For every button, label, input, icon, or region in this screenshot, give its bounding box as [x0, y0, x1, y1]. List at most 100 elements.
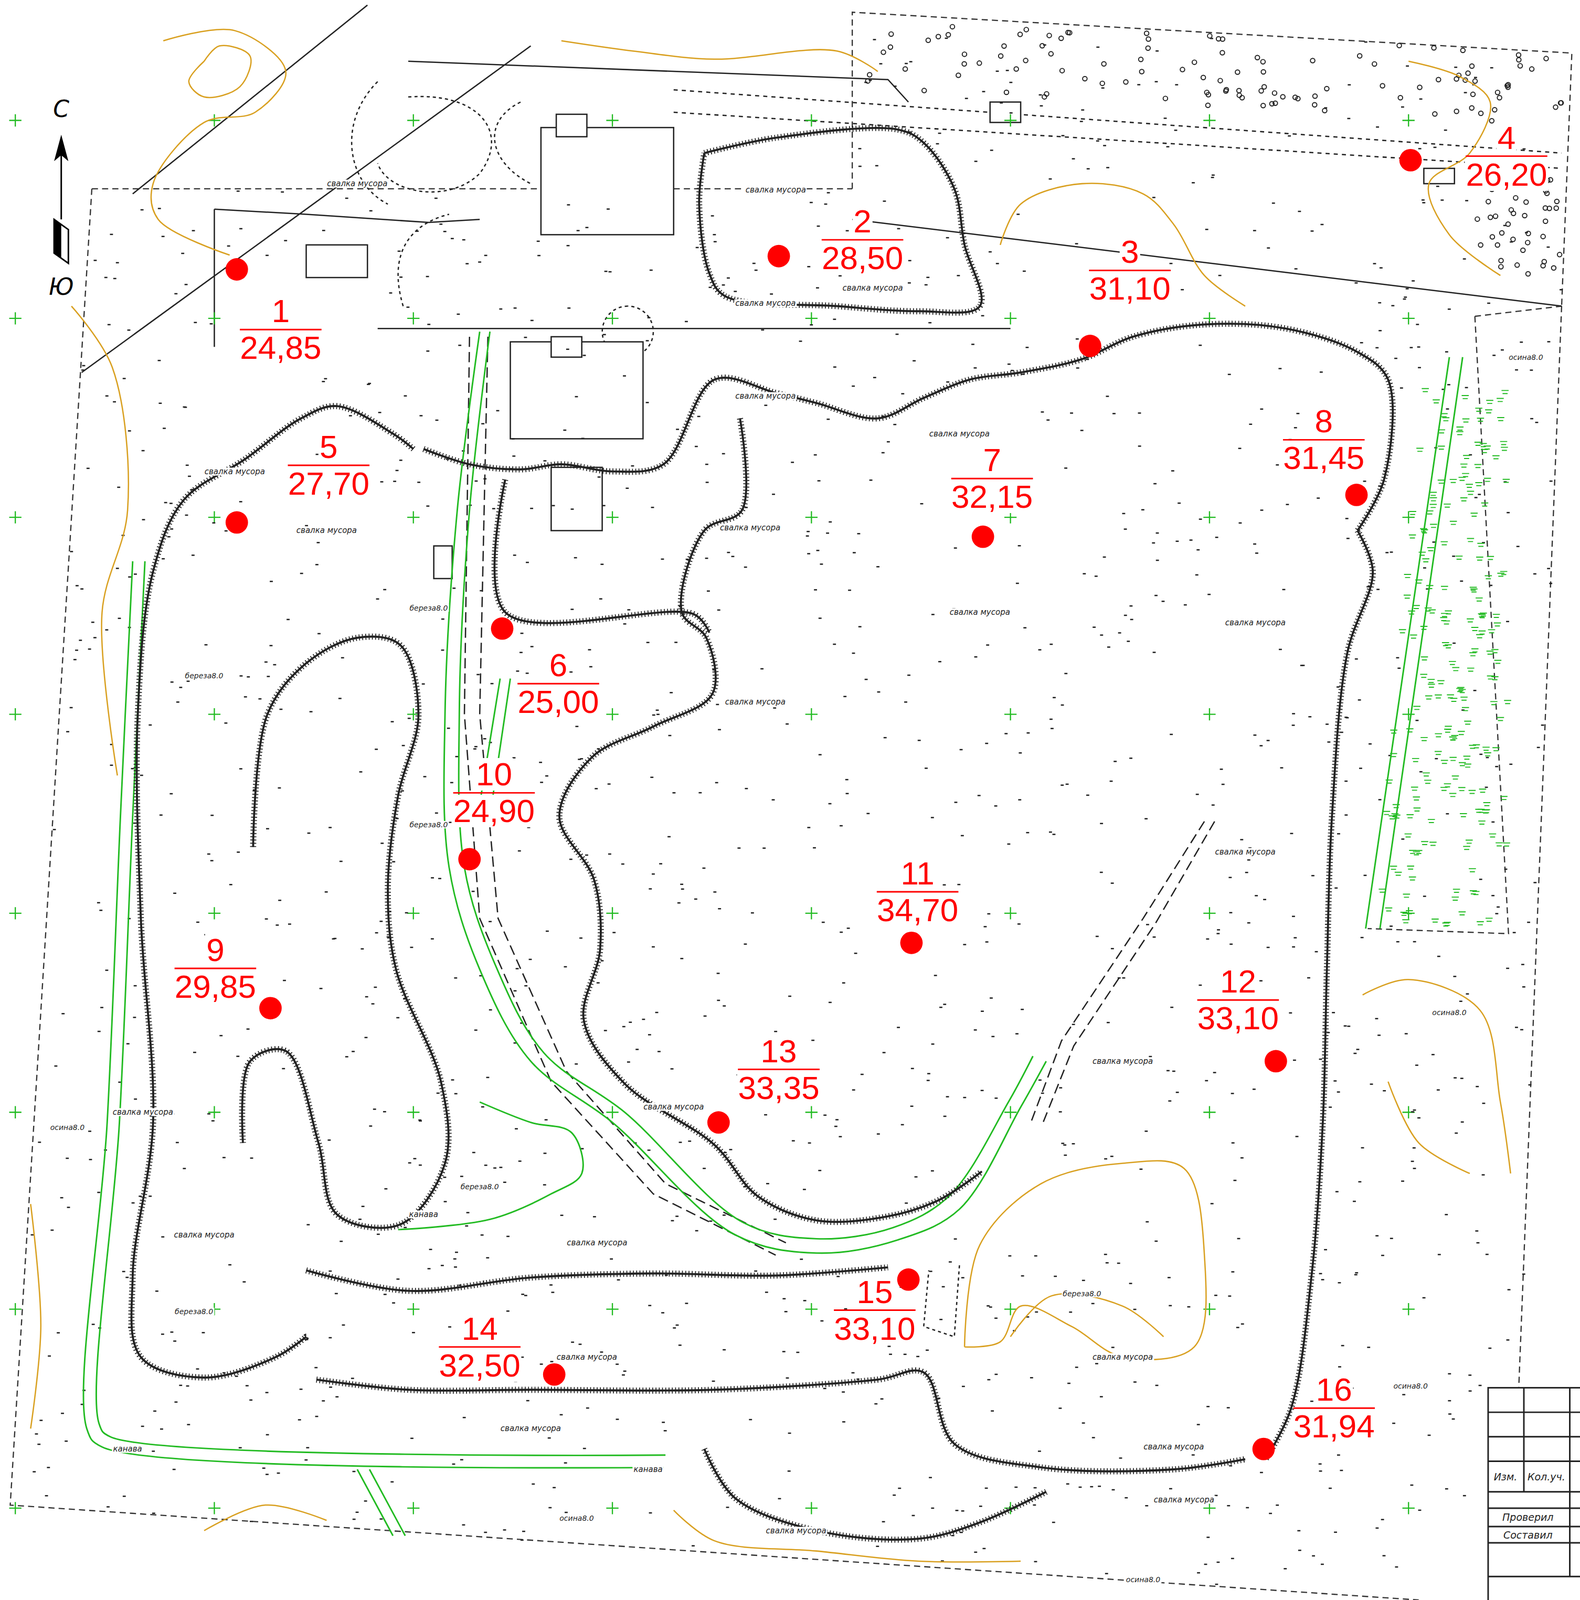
spot-height: [277, 787, 281, 790]
spot-height: [1061, 704, 1065, 707]
tree-mark: [1541, 259, 1547, 265]
meadow-mark: [1497, 573, 1505, 577]
spot-height: [543, 1184, 547, 1186]
spot-height: [1417, 1117, 1421, 1120]
spot-height: [99, 909, 103, 912]
meadow-mark: [1404, 834, 1413, 838]
spot-height: [531, 1483, 535, 1486]
elevation-value: 31,94: [1292, 1410, 1376, 1444]
spot-height: [1204, 1080, 1208, 1083]
meadow-mark: [1422, 558, 1430, 562]
spot-height: [1528, 1084, 1532, 1087]
spot-height: [1052, 833, 1056, 836]
grid-crosses: [9, 114, 1415, 1515]
spot-height: [1161, 600, 1165, 603]
spot-height: [1061, 134, 1065, 137]
spot-height: [275, 924, 279, 927]
spot-height: [1231, 1093, 1235, 1095]
spot-height: [1216, 932, 1220, 935]
spot-height: [1228, 876, 1232, 879]
point-number: 10: [474, 758, 514, 791]
spot-height: [443, 230, 447, 233]
spot-height: [600, 563, 604, 566]
spot-height: [520, 1540, 524, 1542]
scarps: [131, 128, 1393, 1541]
spot-height: [1040, 105, 1044, 108]
meadow-mark: [1478, 631, 1487, 635]
meadow-mark: [1437, 680, 1445, 684]
compass-letter: Ю: [47, 275, 76, 299]
spot-height: [713, 891, 717, 894]
meadow-mark: [1477, 543, 1485, 547]
spot-height: [1096, 140, 1100, 142]
contour-line: [30, 1204, 41, 1429]
spot-height: [1382, 1555, 1386, 1557]
tree-mark: [1372, 61, 1377, 67]
spot-height: [893, 85, 897, 88]
spot-height: [1382, 1090, 1386, 1092]
tree-mark: [1058, 36, 1064, 41]
spot-height: [928, 1477, 932, 1479]
spot-height: [1344, 780, 1348, 783]
spot-height: [956, 274, 960, 277]
spot-height: [105, 395, 109, 397]
grid-cross: [805, 114, 818, 127]
spot-height: [622, 375, 627, 377]
meadow-mark: [1461, 707, 1470, 712]
spot-height: [538, 761, 543, 764]
spot-height: [630, 465, 634, 468]
spot-height: [246, 676, 250, 678]
spot-height: [391, 1302, 396, 1304]
spot-height: [242, 1281, 246, 1283]
meadow-mark: [1448, 661, 1457, 665]
spot-height: [355, 1511, 359, 1514]
spot-height: [1423, 567, 1427, 569]
spot-height: [1048, 831, 1053, 834]
spot-height: [722, 1214, 726, 1217]
spot-height: [627, 609, 631, 611]
spot-height: [908, 260, 912, 262]
spot-height: [1516, 545, 1520, 548]
spot-height: [1008, 1255, 1012, 1258]
spot-height: [656, 714, 660, 716]
spot-height: [1375, 126, 1380, 129]
spot-height: [88, 648, 92, 651]
spot-height: [1321, 1279, 1325, 1281]
spot-height: [1113, 760, 1117, 763]
grid-cross: [805, 1106, 818, 1119]
spot-height: [383, 1111, 387, 1113]
spot-height: [175, 1142, 179, 1144]
fraction-bar: [288, 464, 370, 467]
spot-height: [995, 262, 1000, 265]
spot-height: [715, 782, 719, 784]
tree-mark: [1040, 43, 1045, 49]
spot-height: [680, 883, 684, 886]
meadow-mark: [1483, 802, 1491, 807]
tree-mark: [1509, 207, 1514, 213]
tree-mark: [1146, 36, 1151, 42]
spot-height: [379, 920, 383, 923]
spot-height: [961, 1386, 966, 1388]
meadow-mark: [1394, 872, 1403, 876]
spot-height: [1546, 568, 1551, 570]
spot-height: [912, 360, 916, 363]
spot-height: [1195, 574, 1199, 577]
spot-height: [443, 1176, 447, 1179]
meadow-mark: [1485, 575, 1493, 579]
spot-height: [439, 223, 443, 226]
spot-height: [602, 505, 606, 507]
spot-height: [754, 1270, 758, 1273]
spot-height: [695, 1230, 699, 1233]
spot-height: [994, 1374, 998, 1376]
grid-cross: [208, 708, 221, 721]
spot-height: [907, 674, 911, 677]
spot-height: [161, 558, 165, 560]
spot-height: [1465, 387, 1469, 389]
meadow-mark: [1487, 556, 1495, 560]
spot-height: [712, 1381, 716, 1383]
spot-height: [249, 1521, 253, 1523]
spot-height: [1454, 66, 1458, 69]
spot-height: [75, 649, 79, 652]
grid-cross: [208, 1106, 221, 1119]
dirt-road: [673, 89, 1562, 154]
